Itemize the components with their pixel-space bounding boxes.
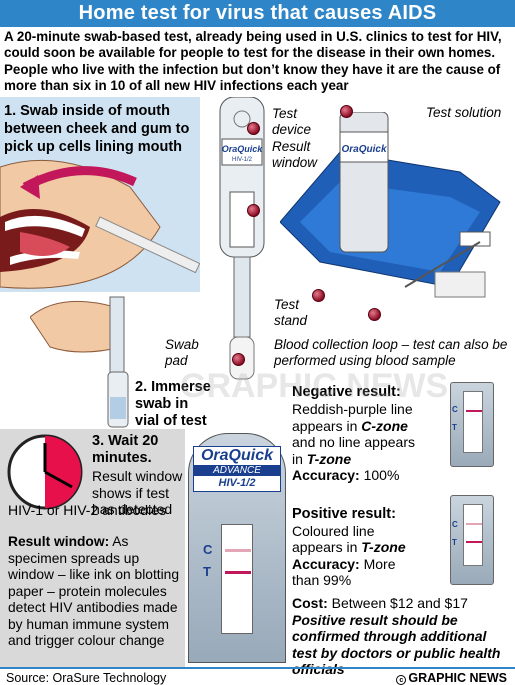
- test-device-illustration: OraQuick HIV-1/2: [219, 97, 265, 380]
- result-window-label: Result window: [272, 139, 318, 170]
- watermark: GRAPHIC NEWS: [180, 367, 449, 405]
- positive-accuracy-label: Accuracy:: [292, 555, 360, 572]
- negative-accuracy-label: Accuracy:: [292, 467, 360, 483]
- intro-paragraph: A 20-minute swab-based test, already bei…: [4, 29, 502, 93]
- test-solution-label: Test solution: [426, 105, 502, 120]
- step3-title: 3. Wait 20 minutes.: [92, 433, 159, 466]
- svg-text:OraQuick: OraQuick: [222, 144, 264, 154]
- device-brand-sub: ADVANCE: [194, 465, 280, 476]
- swab-pad-dot: [232, 353, 245, 366]
- svg-text:HIV-1/2: HIV-1/2: [232, 157, 253, 163]
- positive-accuracy-value: More than 99%: [292, 555, 396, 589]
- negative-result: Negative result: Reddish-purple line app…: [292, 384, 422, 484]
- device-model: HIV-1/2: [218, 477, 256, 489]
- negative-body: Reddish-purple line appears in C-zone an…: [292, 401, 422, 484]
- result-window-dot: [247, 204, 260, 217]
- page-title: Home test for virus that causes AIDS: [0, 0, 515, 27]
- result-window-note-label: Result window:: [8, 534, 110, 549]
- cost-note: Cost: Between $12 and $17 Positive resul…: [292, 595, 514, 678]
- step3-body: Result window shows if test has detected: [92, 468, 183, 517]
- negative-zone2: T-zone: [306, 450, 352, 467]
- credit-text: GRAPHIC NEWS: [408, 671, 507, 685]
- negative-line2: and no line appears in: [292, 434, 415, 467]
- step3-panel: 3. Wait 20 minutes. Result window shows …: [0, 429, 185, 669]
- t-line: [225, 571, 251, 574]
- step3-body-antibodies: HIV-1 or HIV-2 antibodies: [8, 502, 166, 518]
- test-stand-dot: [312, 289, 325, 302]
- source-credit: Source: OraSure Technology: [6, 671, 167, 685]
- test-stand-illustration: OraQuick: [280, 112, 501, 298]
- device-result-window: [221, 524, 253, 634]
- device-brand-name: OraQuick: [200, 447, 274, 464]
- device-closeup: OraQuick ADVANCE HIV-1/2 C T: [188, 433, 286, 663]
- positive-zone1: T-zone: [361, 539, 406, 555]
- c-zone-label: C: [203, 542, 213, 557]
- cost-label: Cost:: [292, 595, 328, 611]
- illustration-area: 1. Swab inside of mouth between cheek an…: [0, 97, 515, 677]
- positive-title: Positive result:: [292, 505, 396, 522]
- positive-result: Positive result: Coloured line appears i…: [292, 506, 422, 589]
- t-zone-label: T: [203, 564, 211, 579]
- result-window-note: Result window: As specimen spreads up wi…: [8, 534, 183, 650]
- step1-label: 1. Swab inside of mouth between cheek an…: [4, 103, 190, 155]
- mouth-illustration: [0, 159, 200, 289]
- svg-text:OraQuick: OraQuick: [341, 144, 386, 155]
- positive-line1: Coloured line appears in: [292, 522, 375, 556]
- test-stand-label: Test stand: [274, 297, 308, 328]
- copyright-icon: c: [396, 675, 407, 685]
- swab-pad-label: Swab pad: [165, 337, 199, 368]
- negative-accuracy-value: 100%: [363, 467, 400, 483]
- blood-loop-label: Blood collection loop – test can also be…: [274, 337, 508, 368]
- negative-title: Negative result:: [292, 384, 401, 400]
- device-brand-panel: OraQuick ADVANCE HIV-1/2: [193, 446, 281, 492]
- result-window-note-text: As specimen spreads up window – like ink…: [8, 534, 180, 648]
- positive-body: Coloured line appears in T-zone Accuracy…: [292, 523, 422, 589]
- test-solution-dot: [340, 105, 353, 118]
- cost-value: Between $12 and $17: [331, 595, 468, 611]
- clock-icon: [7, 434, 83, 510]
- results-panel: Negative result: Reddish-purple line app…: [292, 384, 514, 589]
- negative-zone1: C-zone: [361, 417, 408, 434]
- vial-illustration: [30, 296, 129, 428]
- negative-line1: Reddish-purple line appears in: [292, 401, 413, 434]
- test-device-label: Test device: [272, 106, 312, 137]
- c-line: [225, 549, 251, 552]
- blood-loop-dot: [368, 308, 381, 321]
- cost-confirm-note: Positive result should be confirmed thro…: [292, 611, 501, 678]
- test-device-dot: [247, 122, 260, 135]
